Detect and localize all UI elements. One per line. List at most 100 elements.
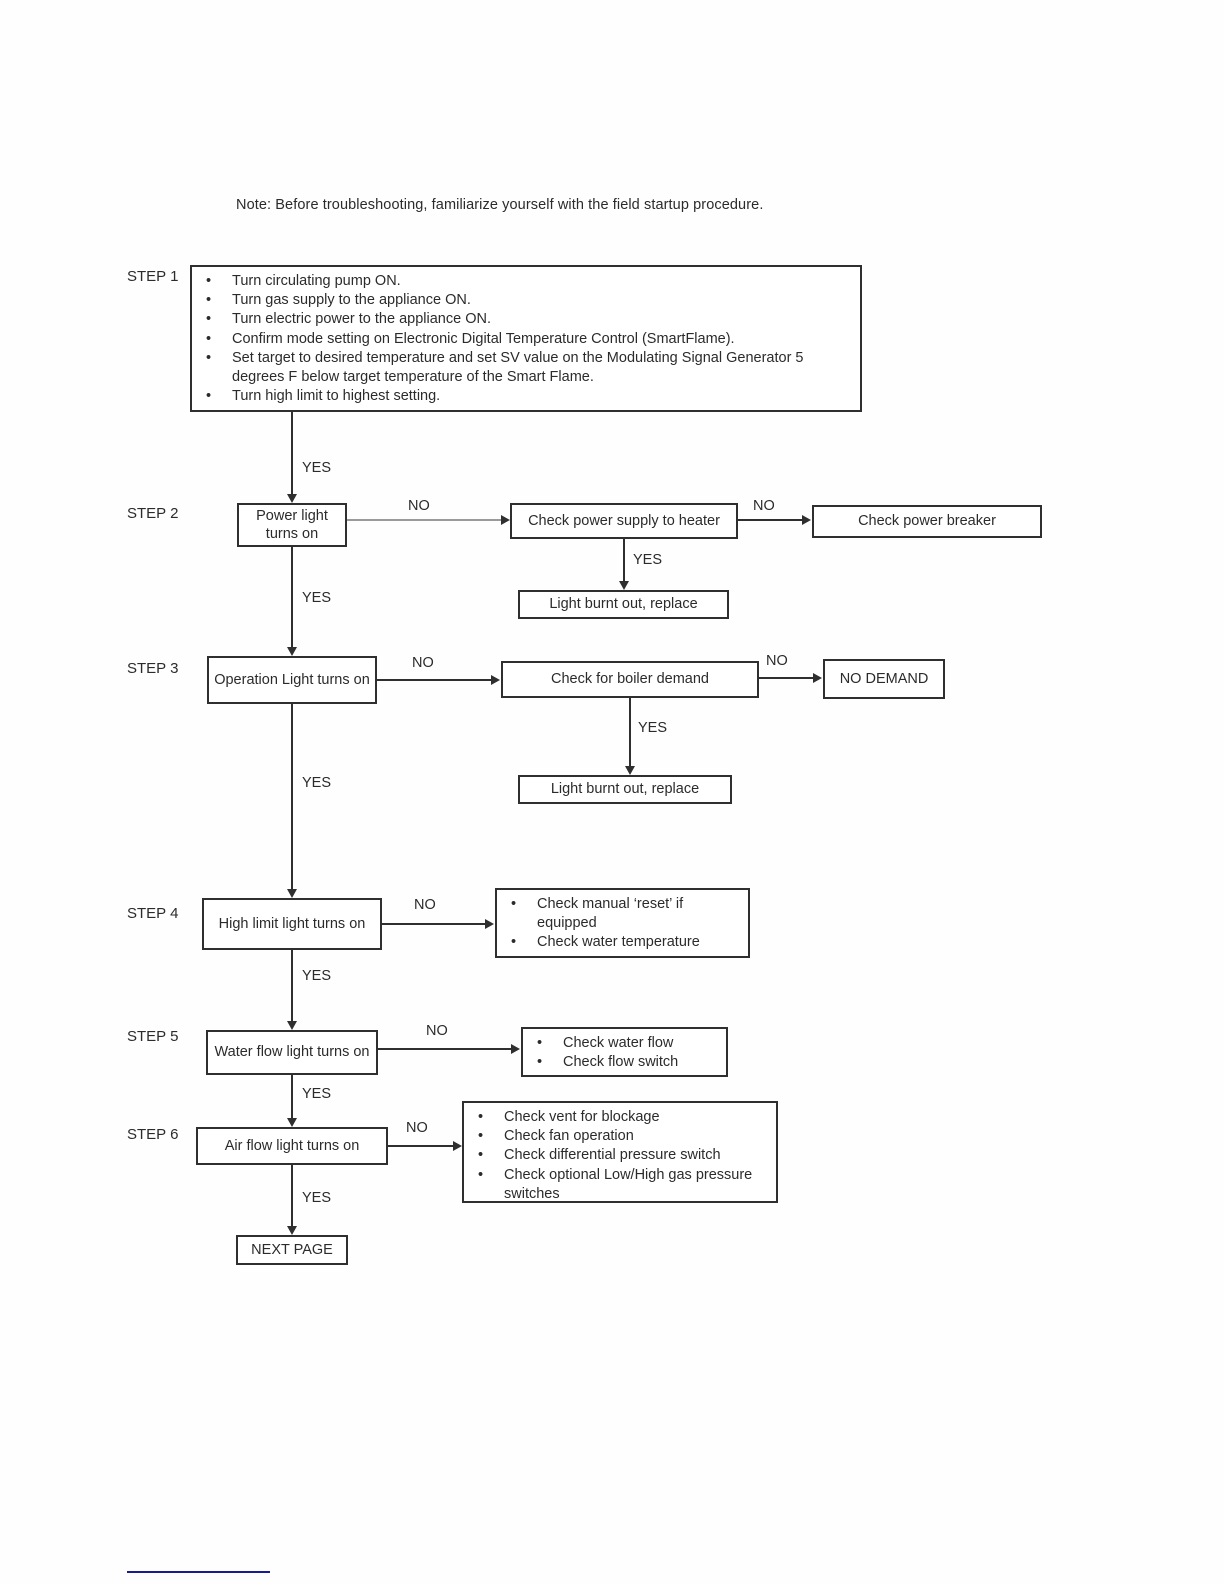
list-item: • Check water flow — [533, 1034, 718, 1053]
bullet-text: Confirm mode setting on Electronic Digit… — [232, 330, 735, 347]
list-item: • Check optional Low/High gas pressure s… — [474, 1166, 768, 1204]
list-item: • Set target to desired temperature and … — [202, 349, 852, 387]
step3-node-box: Operation Light turns on — [207, 656, 377, 704]
step1-box: • Turn circulating pump ON. • Turn gas s… — [190, 265, 862, 412]
bullet-icon: • — [478, 1128, 484, 1145]
bullet-text: Check water temperature — [537, 934, 700, 951]
note-text: Note: Before troubleshooting, familiariz… — [236, 197, 764, 213]
bullet-text: Turn electric power to the appliance ON. — [232, 311, 491, 328]
edge-label-no: NO — [766, 653, 788, 669]
bullet-text: Check fan operation — [504, 1128, 634, 1145]
connector-line — [629, 698, 631, 766]
next-page-box: NEXT PAGE — [236, 1235, 348, 1265]
step6-check-box: • Check vent for blockage • Check fan op… — [462, 1101, 778, 1203]
step2-node-box: Power light turns on — [237, 503, 347, 547]
step6-node-box: Air flow light turns on — [196, 1127, 388, 1165]
step3-check-box: Check for boiler demand — [501, 661, 759, 698]
connector-line — [347, 519, 501, 521]
step2-check-box: Check power supply to heater — [510, 503, 738, 539]
connector-line — [291, 1075, 293, 1118]
connector-line — [759, 677, 813, 679]
connector-line — [291, 1165, 293, 1226]
connector-line — [377, 679, 491, 681]
arrow-down-icon — [619, 581, 629, 590]
bullet-icon: • — [511, 934, 517, 951]
connector-line — [623, 539, 625, 581]
arrow-right-icon — [501, 515, 510, 525]
bullet-text: Check manual ‘reset’ if equipped — [537, 896, 684, 932]
footer-link-rule — [127, 1571, 270, 1573]
edge-label-no: NO — [408, 498, 430, 514]
bullet-icon: • — [478, 1166, 484, 1183]
bullet-text: Check flow switch — [563, 1054, 679, 1071]
edge-label-yes: YES — [638, 720, 668, 736]
arrow-right-icon — [491, 675, 500, 685]
list-item: • Turn gas supply to the appliance ON. — [202, 291, 852, 310]
arrow-right-icon — [485, 919, 494, 929]
edge-label-yes: YES — [302, 775, 332, 791]
arrow-right-icon — [453, 1141, 462, 1151]
bullet-text: Turn gas supply to the appliance ON. — [232, 292, 471, 309]
bullet-icon: • — [206, 330, 212, 347]
arrow-down-icon — [287, 647, 297, 656]
list-item: • Check fan operation — [474, 1127, 768, 1146]
edge-label-yes: YES — [302, 590, 332, 606]
bullet-text: Turn high limit to highest setting. — [232, 388, 441, 405]
connector-line — [382, 923, 485, 925]
bullet-icon: • — [206, 349, 212, 366]
arrow-down-icon — [287, 1021, 297, 1030]
bullet-icon: • — [537, 1054, 543, 1071]
step4-check-box: • Check manual ‘reset’ if equipped • Che… — [495, 888, 750, 958]
bullet-text: Check optional Low/High gas pressure swi… — [504, 1166, 753, 1202]
step5-node-box: Water flow light turns on — [206, 1030, 378, 1075]
list-item: • Check vent for blockage — [474, 1108, 768, 1127]
edge-label-no: NO — [414, 897, 436, 913]
step4-label: STEP 4 — [127, 905, 179, 922]
list-item: • Turn high limit to highest setting. — [202, 387, 852, 406]
arrow-right-icon — [802, 515, 811, 525]
arrow-down-icon — [287, 1226, 297, 1235]
connector-line — [738, 519, 802, 521]
bullet-text: Check differential pressure switch — [504, 1147, 721, 1164]
step2-check-yes-box: Light burnt out, replace — [518, 590, 729, 619]
connector-line — [378, 1048, 511, 1050]
step1-label: STEP 1 — [127, 268, 179, 285]
arrow-down-icon — [287, 889, 297, 898]
arrow-down-icon — [625, 766, 635, 775]
edge-label-yes: YES — [302, 968, 332, 984]
bullet-icon: • — [478, 1147, 484, 1164]
edge-label-yes: YES — [302, 1086, 332, 1102]
step6-label: STEP 6 — [127, 1126, 179, 1143]
arrow-right-icon — [511, 1044, 520, 1054]
bullet-text: Check water flow — [563, 1035, 674, 1051]
step3-check-no-box: NO DEMAND — [823, 659, 945, 699]
connector-line — [291, 704, 293, 889]
bullet-text: Check vent for blockage — [504, 1109, 660, 1125]
list-item: • Turn electric power to the appliance O… — [202, 310, 852, 329]
step3-check-yes-box: Light burnt out, replace — [518, 775, 732, 804]
step5-check-box: • Check water flow • Check flow switch — [521, 1027, 728, 1077]
edge-label-yes: YES — [302, 460, 332, 476]
bullet-icon: • — [478, 1109, 484, 1125]
bullet-icon: • — [537, 1035, 543, 1051]
list-item: • Check manual ‘reset’ if equipped — [507, 895, 740, 933]
connector-line — [291, 547, 293, 647]
list-item: • Check water temperature — [507, 933, 740, 952]
step5-label: STEP 5 — [127, 1028, 179, 1045]
edge-label-yes: YES — [633, 552, 663, 568]
edge-label-no: NO — [412, 655, 434, 671]
edge-label-no: NO — [426, 1023, 448, 1039]
bullet-icon: • — [206, 388, 212, 405]
bullet-icon: • — [206, 292, 212, 309]
connector-line — [388, 1145, 453, 1147]
bullet-icon: • — [206, 311, 212, 328]
bullet-text: Set target to desired temperature and se… — [232, 349, 804, 386]
connector-line — [291, 412, 293, 494]
bullet-icon: • — [511, 896, 517, 912]
step4-node-box: High limit light turns on — [202, 898, 382, 950]
bullet-icon: • — [206, 273, 212, 289]
edge-label-no: NO — [406, 1120, 428, 1136]
arrow-down-icon — [287, 1118, 297, 1127]
arrow-right-icon — [813, 673, 822, 683]
